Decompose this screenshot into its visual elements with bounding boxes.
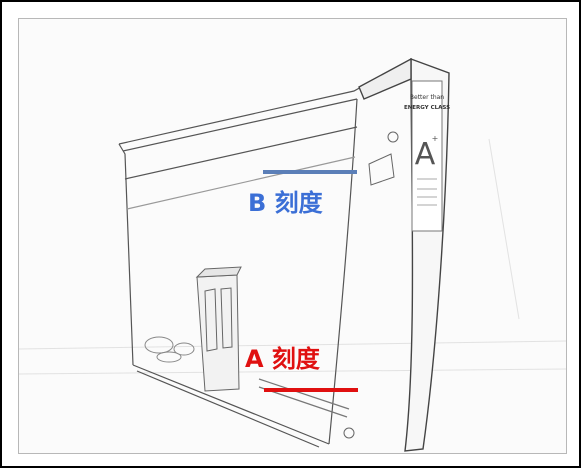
badge-line2: ENERGY CLASS <box>404 105 450 111</box>
water-tank-sketch-icon: Better than ENERGY CLASS A + <box>19 57 566 452</box>
photo-area: Better than ENERGY CLASS A + B 刻度 A <box>18 18 567 454</box>
badge-grade-plus: + <box>432 134 439 143</box>
b-scale-label: B 刻度 <box>248 189 323 217</box>
a-scale-marker-line <box>264 388 358 392</box>
badge-grade: A <box>415 137 436 172</box>
b-scale-marker-line <box>263 170 357 174</box>
badge-line1: Better than <box>410 94 444 101</box>
a-scale-label: A 刻度 <box>245 345 320 373</box>
